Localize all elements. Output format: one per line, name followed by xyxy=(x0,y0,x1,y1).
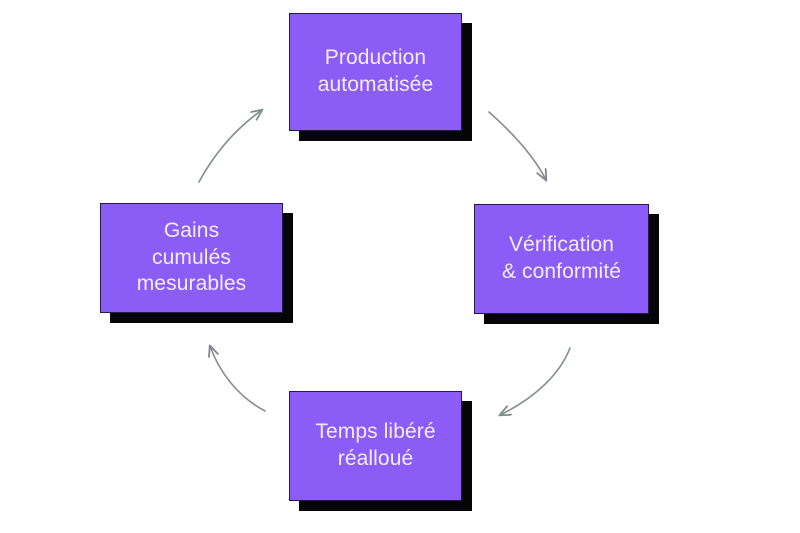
connector-gains-to-production xyxy=(198,110,262,183)
node-verification-label: Vérification & conformité xyxy=(501,233,622,283)
connector-production-to-verification xyxy=(488,111,546,180)
connector-temps-to-gains xyxy=(210,346,266,412)
node-gains-cumules[interactable]: Gains cumulés mesurables xyxy=(100,203,283,313)
node-gains-cumules-label: Gains cumulés mesurables xyxy=(136,218,247,296)
node-production[interactable]: Production automatisée xyxy=(289,13,462,131)
connector-verification-to-temps xyxy=(500,347,571,415)
node-production-label: Production automatisée xyxy=(317,46,434,96)
node-temps-libere-label: Temps libéré réalloué xyxy=(315,420,436,470)
node-temps-libere[interactable]: Temps libéré réalloué xyxy=(289,391,462,501)
node-verification[interactable]: Vérification & conformité xyxy=(474,204,649,314)
